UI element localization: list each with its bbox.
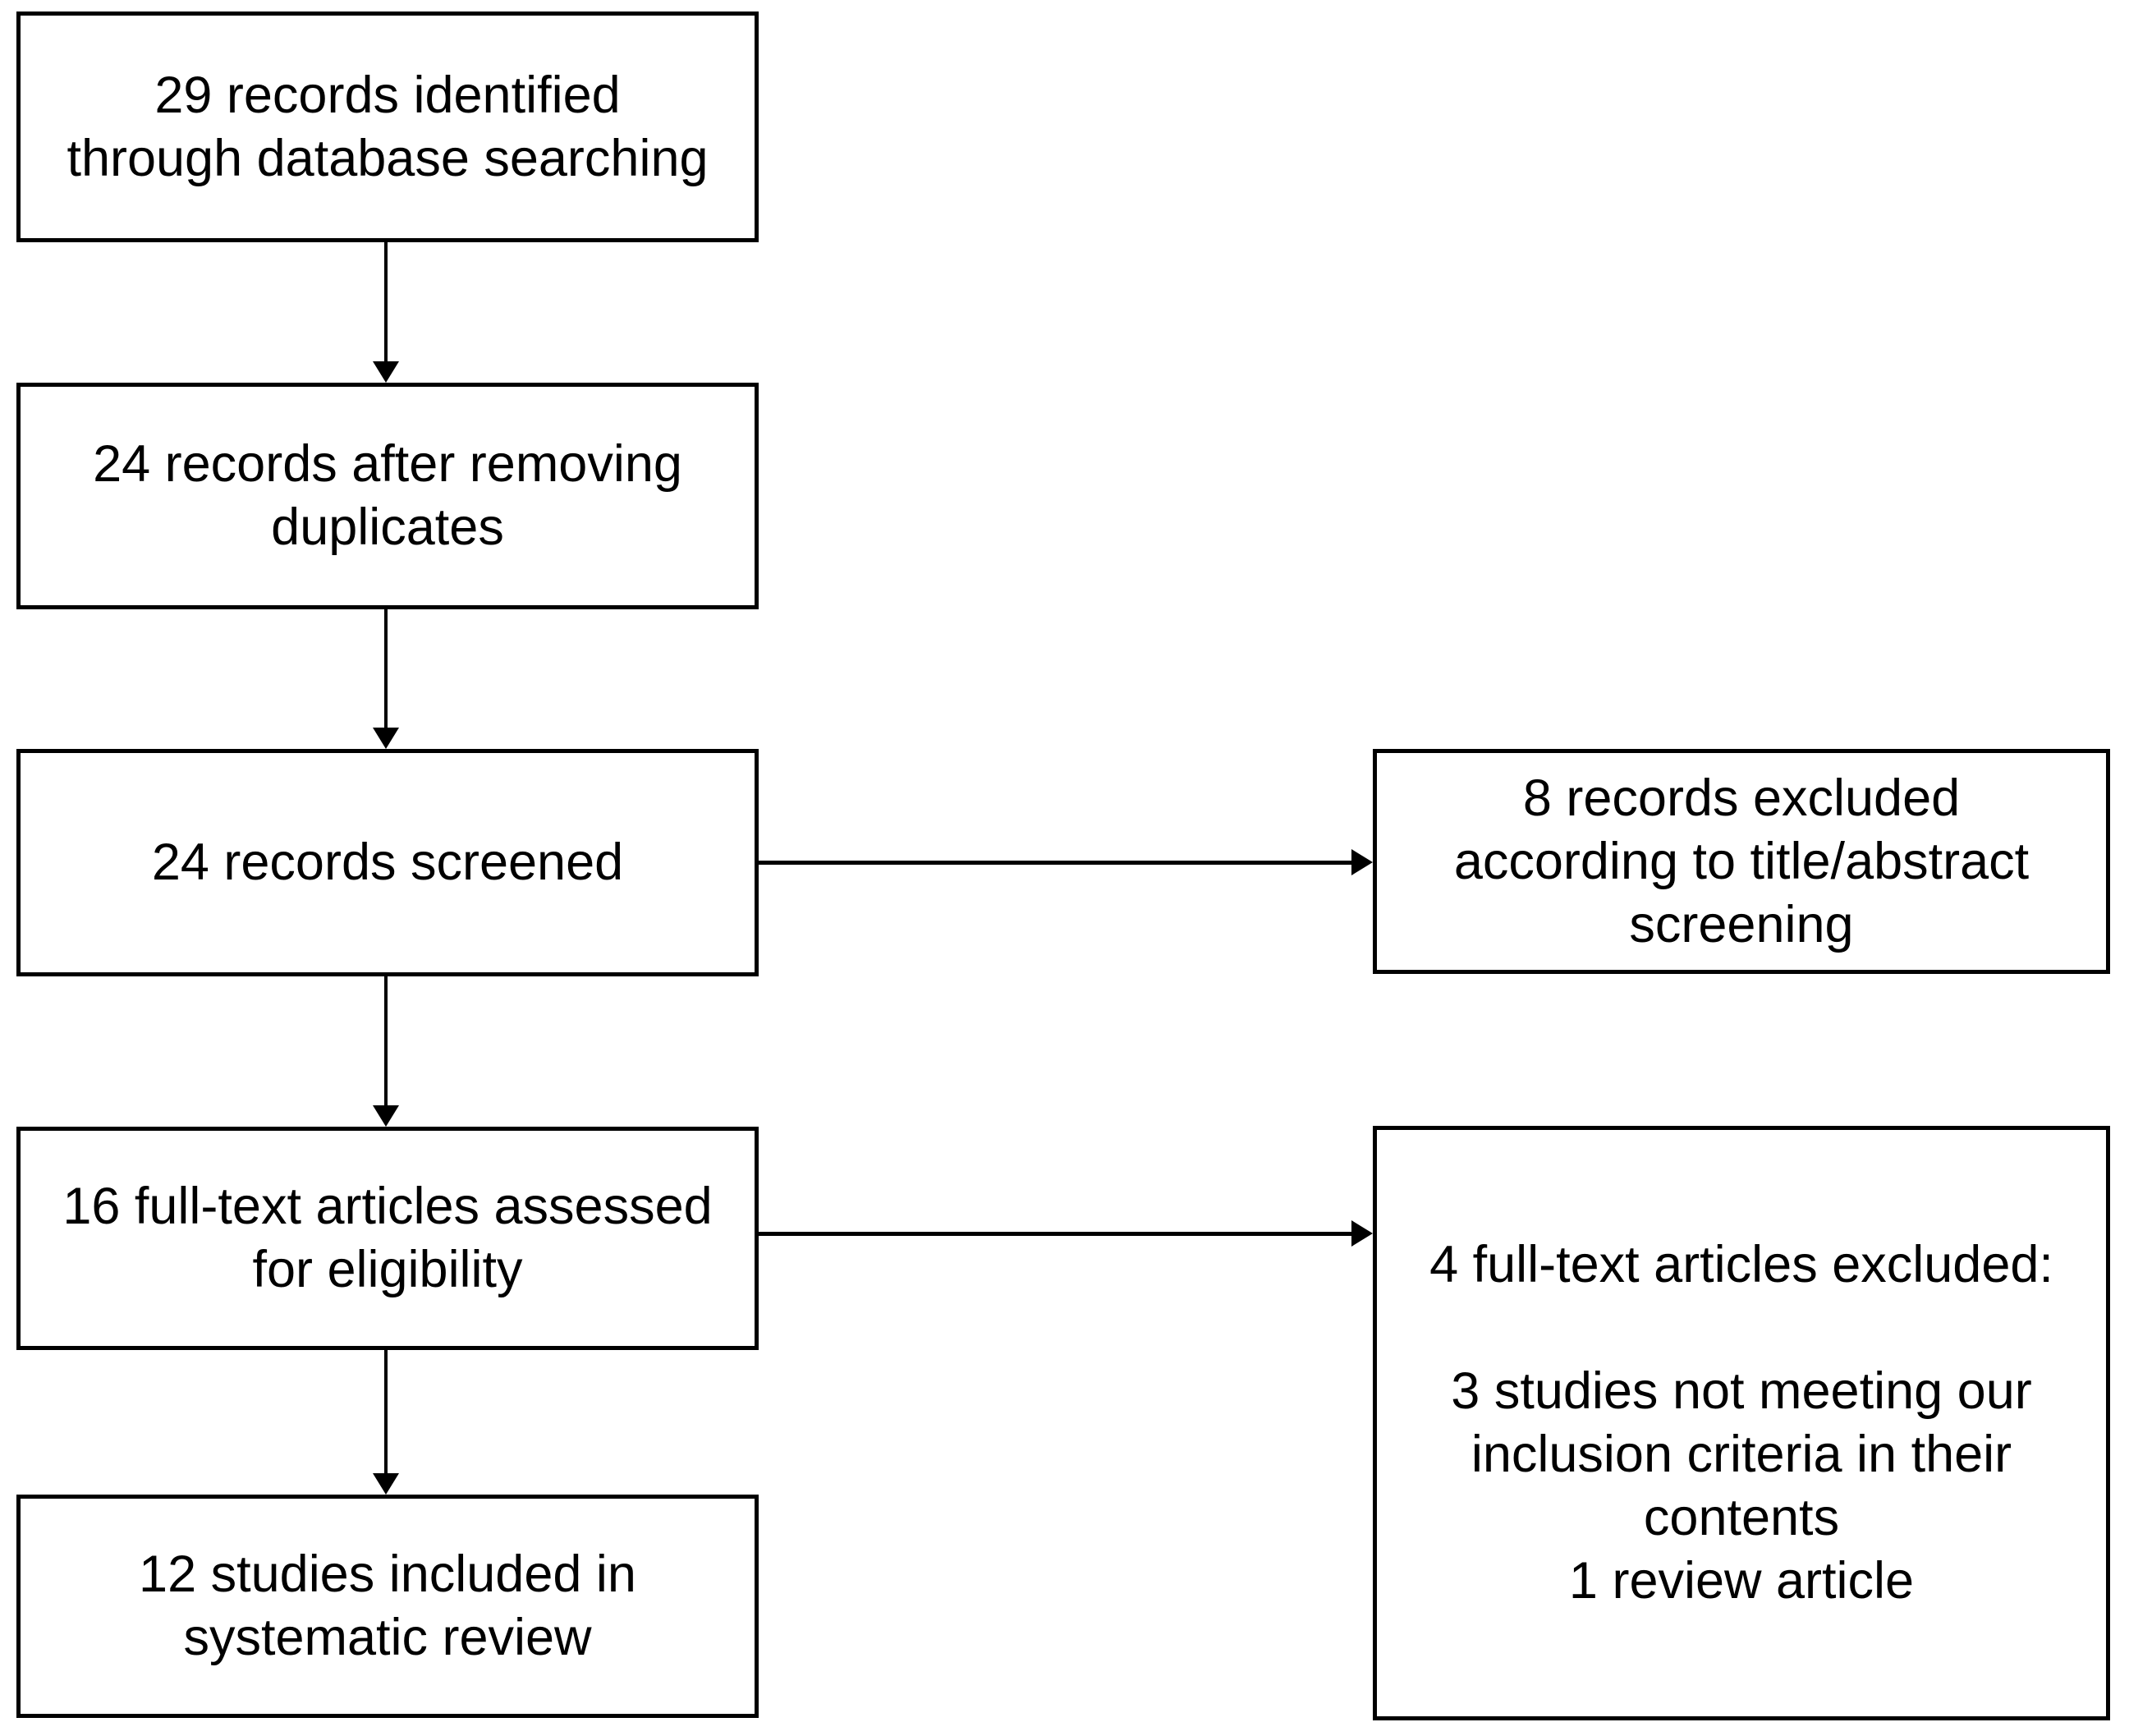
- arrowhead-down-icon: [373, 1105, 399, 1127]
- arrow-stem: [384, 242, 388, 363]
- arrow-fulltext-to-included: [373, 1350, 399, 1495]
- arrow-stem: [759, 1232, 1353, 1236]
- box-studies-included-text: 12 studies included in systematic review: [139, 1545, 636, 1666]
- box-fulltext-assessed: 16 full-text articles assessed for eligi…: [16, 1127, 759, 1350]
- arrow-stem: [384, 1350, 388, 1475]
- box-records-excluded-screening-text: 8 records excluded according to title/ab…: [1453, 769, 2030, 953]
- box-records-identified: 29 records identified through database s…: [16, 11, 759, 242]
- box-records-screened-text: 24 records screened: [151, 834, 624, 891]
- box-fulltext-excluded-text: 4 full-text articles excluded: 3 studies…: [1429, 1236, 2053, 1610]
- arrow-identified-to-after-duplicates: [373, 242, 399, 383]
- arrowhead-down-icon: [373, 728, 399, 749]
- box-records-identified-text: 29 records identified through database s…: [67, 66, 709, 187]
- box-fulltext-assessed-text: 16 full-text articles assessed for eligi…: [62, 1178, 713, 1298]
- arrowhead-down-icon: [373, 1473, 399, 1495]
- arrow-stem: [384, 609, 388, 729]
- arrowhead-right-icon: [1351, 849, 1373, 875]
- arrow-stem: [384, 976, 388, 1107]
- box-records-after-duplicates-text: 24 records after removing duplicates: [93, 435, 682, 556]
- box-fulltext-excluded: 4 full-text articles excluded: 3 studies…: [1373, 1126, 2110, 1720]
- box-records-excluded-screening: 8 records excluded according to title/ab…: [1373, 749, 2110, 974]
- arrow-fulltext-to-excluded-fulltext: [759, 1220, 1373, 1247]
- arrow-screened-to-excluded-screening: [759, 849, 1373, 875]
- box-studies-included: 12 studies included in systematic review: [16, 1495, 759, 1718]
- arrow-stem: [759, 861, 1353, 865]
- arrowhead-right-icon: [1351, 1220, 1373, 1247]
- box-records-after-duplicates: 24 records after removing duplicates: [16, 383, 759, 609]
- arrowhead-down-icon: [373, 361, 399, 383]
- arrow-screened-to-fulltext-assessed: [373, 976, 399, 1127]
- arrow-after-duplicates-to-screened: [373, 609, 399, 749]
- box-records-screened: 24 records screened: [16, 749, 759, 976]
